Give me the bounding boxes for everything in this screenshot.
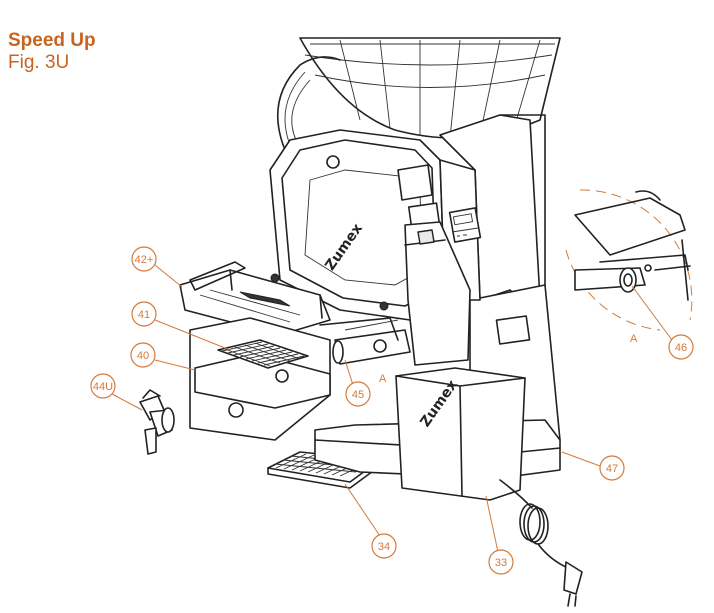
detail-marker-detail: A <box>630 333 638 345</box>
shaft-assembly <box>319 317 411 365</box>
svg-text:45: 45 <box>352 389 364 401</box>
svg-text:44U: 44U <box>93 381 113 393</box>
svg-text:41: 41 <box>138 309 150 321</box>
top-tray <box>179 261 331 336</box>
svg-text:42+: 42+ <box>135 254 154 266</box>
figure-title: Speed Up <box>8 30 96 51</box>
callout-40: 40 <box>130 342 196 371</box>
drip-tray-assembly <box>189 317 331 441</box>
callout-45: 45 <box>344 359 371 407</box>
tap <box>139 389 175 455</box>
callout-47: 47 <box>561 451 625 481</box>
callout-42: 42+ <box>131 246 183 288</box>
callout-33: 33 <box>485 495 514 575</box>
svg-text:34: 34 <box>378 541 390 553</box>
power-cable <box>499 479 583 607</box>
detail-view <box>565 189 693 331</box>
juice-chute <box>404 221 471 366</box>
callout-44u: 44U <box>90 373 143 411</box>
figure-subtitle: Fig. 3U <box>8 52 70 73</box>
svg-text:33: 33 <box>495 557 507 569</box>
svg-text:40: 40 <box>137 350 149 362</box>
svg-text:46: 46 <box>675 342 687 354</box>
waste-bin: Zumex <box>395 367 526 501</box>
callout-34: 34 <box>344 483 397 559</box>
callout-41: 41 <box>131 301 231 351</box>
grid-41-lines <box>221 341 305 367</box>
feeder-basket <box>277 37 561 291</box>
svg-text:47: 47 <box>606 463 618 475</box>
detail-marker-main: A <box>379 373 387 385</box>
callout-46: 46 <box>631 285 694 360</box>
